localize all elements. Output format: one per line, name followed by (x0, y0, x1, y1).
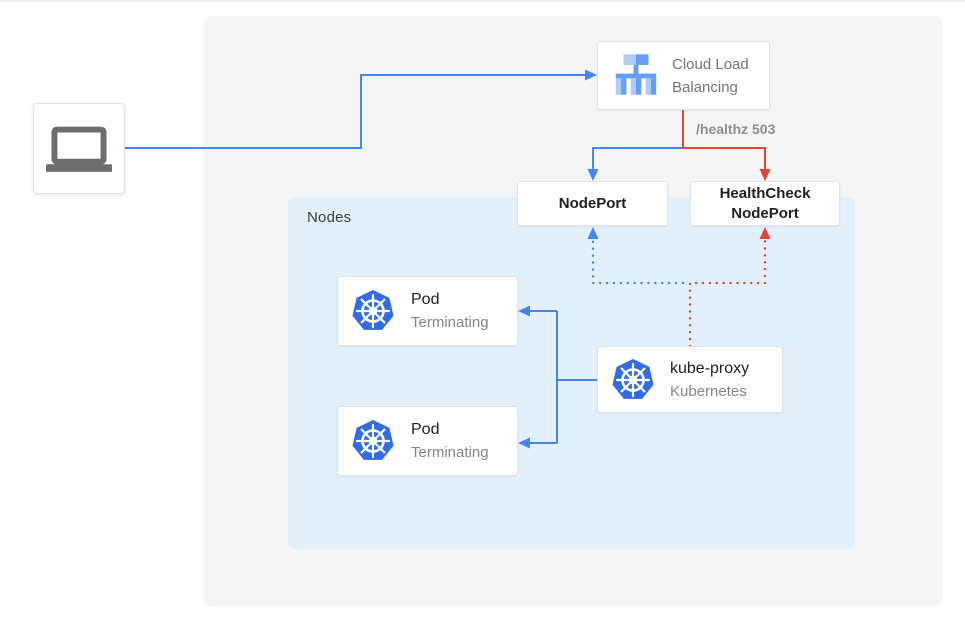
pod2-title: Pod (411, 421, 440, 438)
kube-proxy-text: kube-proxy Kubernetes (670, 357, 749, 403)
healthcheck-nodeport-card: HealthCheck NodePort (690, 181, 840, 226)
healthcheck-nodeport-label: HealthCheck NodePort (720, 184, 811, 224)
pod1-title: Pod (411, 291, 440, 308)
nodeport-card: NodePort (517, 181, 668, 226)
healthz-label: /healthz 503 (696, 121, 776, 137)
cloud-load-balancing-card: Cloud Load Balancing (597, 41, 770, 110)
pod2-status: Terminating (411, 444, 489, 461)
pod2-text: Pod Terminating (411, 418, 489, 464)
healthcheck-label-line1: HealthCheck (719, 184, 811, 202)
clb-title-line1: Cloud Load (672, 55, 749, 73)
kubernetes-icon (351, 289, 395, 333)
pod1-card: Pod Terminating (337, 276, 518, 346)
pod1-text: Pod Terminating (411, 288, 489, 334)
kube-proxy-title: kube-proxy (670, 359, 750, 377)
pod1-status: Terminating (411, 314, 489, 331)
top-divider (0, 0, 965, 2)
client-card (33, 103, 125, 194)
kube-proxy-subtitle: Kubernetes (670, 382, 747, 400)
kubernetes-icon (351, 419, 395, 463)
laptop-icon (46, 126, 112, 172)
pod2-card: Pod Terminating (337, 406, 518, 476)
clb-title: Cloud Load Balancing (672, 53, 749, 99)
nodeport-label: NodePort (558, 195, 627, 212)
kubernetes-icon (611, 358, 655, 402)
nodes-label: Nodes (307, 209, 352, 226)
kube-proxy-card: kube-proxy Kubernetes (597, 346, 783, 413)
clb-title-line2: Balancing (672, 78, 738, 96)
healthcheck-label-line2: NodePort (731, 204, 799, 222)
load-balancer-icon (615, 53, 657, 95)
